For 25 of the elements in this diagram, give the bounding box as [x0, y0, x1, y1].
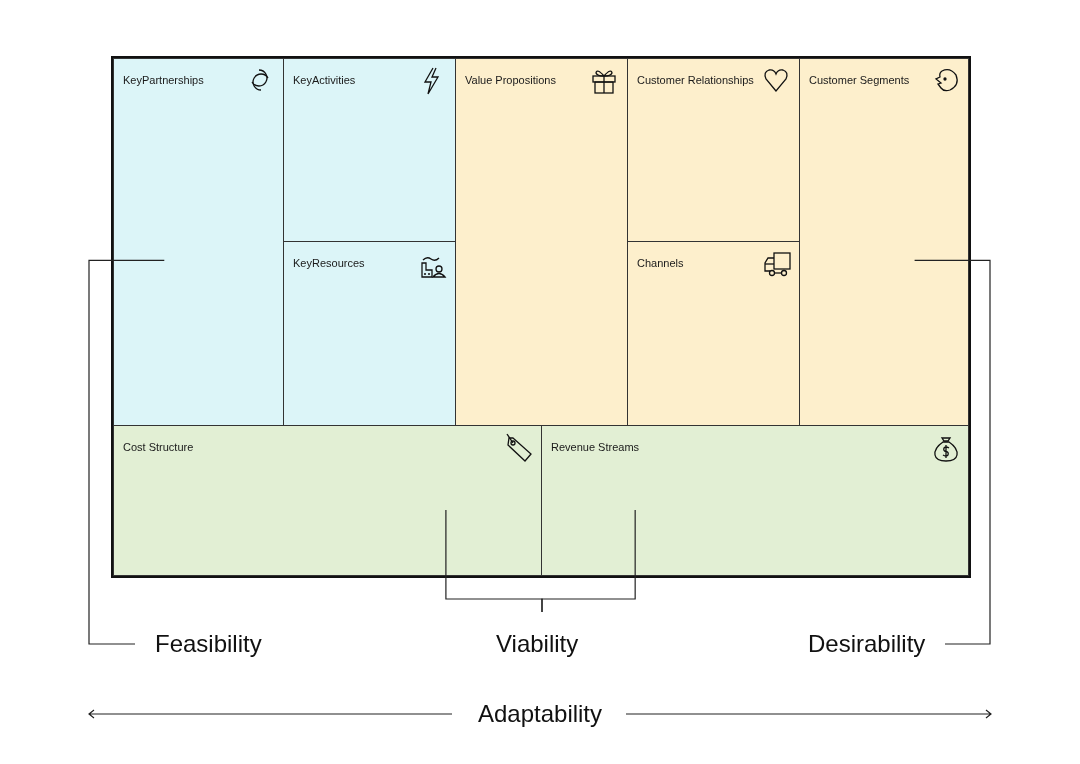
- block-title: Cost Structure: [123, 441, 194, 453]
- canvas-block: [455, 58, 628, 426]
- canvas-block: [283, 241, 456, 426]
- block-title: KeyResources: [293, 257, 365, 269]
- block-title: Revenue Streams: [551, 441, 640, 453]
- bracket-line: [88, 259, 165, 645]
- canvas-block: [799, 58, 969, 426]
- pillar-label: Feasibility: [155, 628, 262, 660]
- canvas-block: [541, 425, 969, 576]
- canvas-block: [627, 58, 800, 242]
- block-title: Customer Segments: [809, 74, 910, 86]
- bracket-line: [914, 259, 991, 645]
- block-title: Customer Relationships: [637, 74, 754, 86]
- block-title: Value Propositions: [465, 74, 556, 86]
- canvas-block: [113, 58, 284, 426]
- axis-label: Adaptability: [477, 699, 603, 729]
- canvas-block: [283, 58, 456, 242]
- canvas-block: [627, 241, 800, 426]
- pillar-label: Viability: [496, 628, 579, 660]
- canvas-block: [113, 425, 542, 576]
- block-title: KeyActivities: [293, 74, 356, 86]
- block-title: KeyPartnerships: [123, 74, 204, 86]
- bracket-line: [541, 509, 636, 613]
- pillar-label: Desirability: [808, 628, 926, 660]
- block-title: Channels: [637, 257, 684, 269]
